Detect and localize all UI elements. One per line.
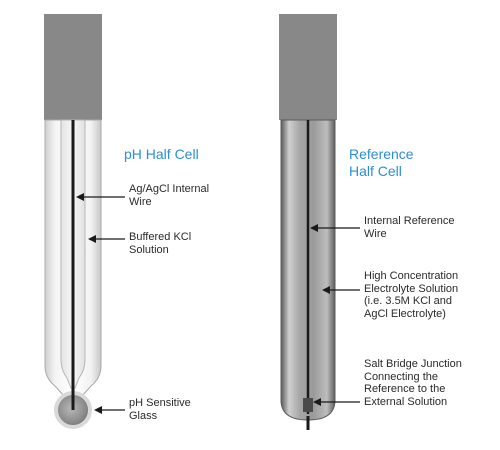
label-line: Wire bbox=[364, 227, 387, 240]
label-line: Glass bbox=[129, 409, 158, 422]
reference-title-line: Half Cell bbox=[349, 163, 402, 179]
reference-cell-cap bbox=[279, 14, 337, 120]
label-line: High Concentration bbox=[364, 270, 459, 282]
label-line: (i.e. 3.5M KCl and bbox=[364, 295, 453, 307]
arrow-ph-sensitive-glass bbox=[94, 406, 125, 414]
label-line: Wire bbox=[129, 195, 152, 208]
label-reference-salt-bridge: Salt Bridge Junction Connecting the Refe… bbox=[364, 358, 462, 408]
ph-cell-cap bbox=[44, 14, 102, 120]
salt-bridge-junction bbox=[303, 398, 313, 412]
label-line: Electrolyte Solution bbox=[364, 282, 459, 295]
ph-half-cell-title: pH Half Cell bbox=[124, 146, 199, 162]
arrow-reference-internal-wire bbox=[310, 224, 360, 232]
label-ph-internal-wire: Ag/AgCl Internal Wire bbox=[129, 183, 209, 208]
label-reference-electrolyte: High Concentration Electrolyte Solution … bbox=[364, 270, 458, 320]
ph-half-cell bbox=[44, 14, 102, 429]
label-line: pH Sensitive bbox=[129, 397, 191, 409]
arrow-ph-buffered-kcl bbox=[88, 235, 125, 243]
arrow-ph-internal-wire bbox=[76, 193, 125, 201]
label-ph-sensitive-glass: pH Sensitive Glass bbox=[129, 397, 191, 422]
label-line: Solution bbox=[129, 243, 169, 256]
label-line: AgCl Electrolyte) bbox=[364, 307, 446, 320]
label-line: Ag/AgCl Internal bbox=[129, 183, 210, 195]
label-line: Salt Bridge Junction bbox=[364, 358, 462, 370]
arrow-reference-electrolyte bbox=[322, 286, 360, 294]
reference-half-cell-title: Reference Half Cell bbox=[349, 146, 414, 180]
label-ph-buffered-kcl: Buffered KCl Solution bbox=[129, 231, 191, 256]
label-line: Internal Reference bbox=[364, 215, 455, 227]
pointer-arrows bbox=[76, 193, 360, 414]
label-reference-internal-wire: Internal Reference Wire bbox=[364, 215, 455, 240]
label-line: Reference to the bbox=[364, 383, 446, 395]
reference-half-cell bbox=[279, 14, 337, 430]
arrow-reference-salt-bridge bbox=[313, 398, 360, 406]
label-line: External Solution bbox=[364, 395, 448, 408]
reference-title-line: Reference bbox=[349, 146, 414, 162]
label-line: Connecting the bbox=[364, 370, 438, 383]
label-line: Buffered KCl bbox=[129, 231, 192, 243]
